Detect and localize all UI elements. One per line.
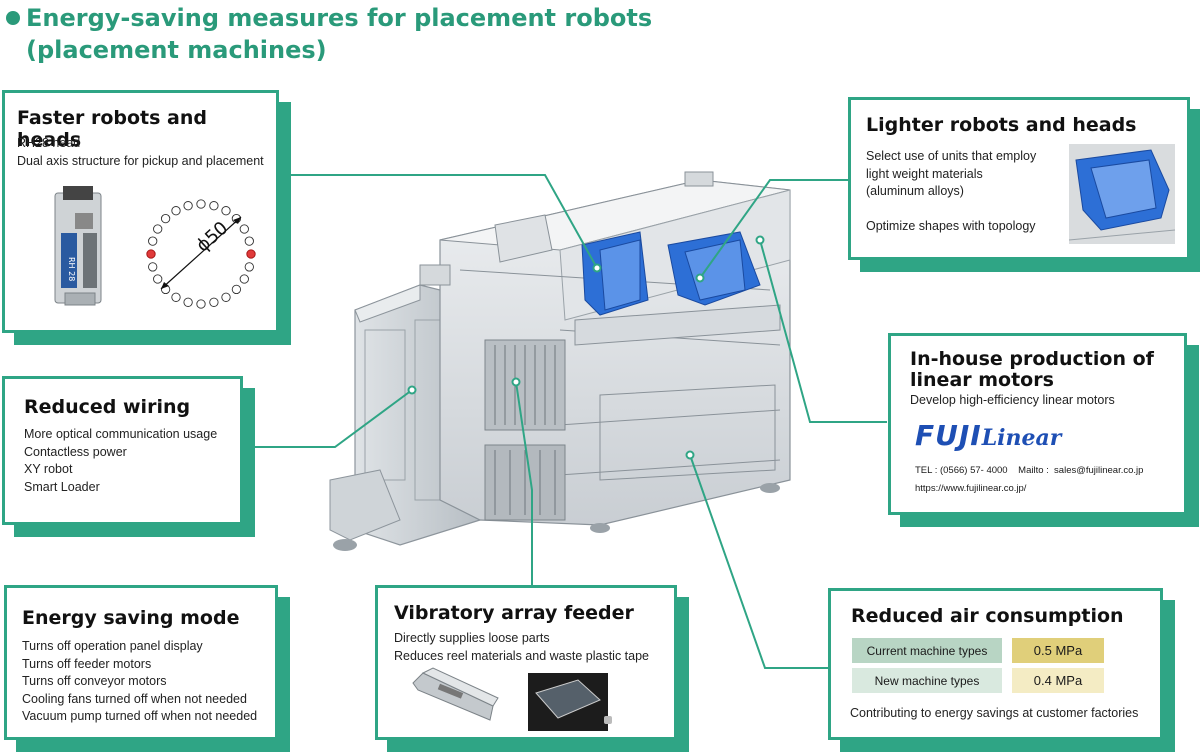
active-nozzle xyxy=(146,249,156,259)
nozzle xyxy=(239,274,249,284)
nozzle xyxy=(244,236,254,246)
feeder-rail-image xyxy=(412,667,499,721)
rh28-label: RH 28 xyxy=(67,257,76,281)
energy-line-5: Vacuum pump turned off when not needed xyxy=(22,709,258,723)
diameter-label: ϕ50 xyxy=(192,218,232,257)
energy-line-4: Cooling fans turned off when not needed xyxy=(22,691,247,706)
lighter-head-image xyxy=(1068,144,1176,244)
nozzle xyxy=(160,213,171,224)
air-row-2-label: New machine types xyxy=(852,668,1002,693)
air-row-1-value: 0.5 MPa xyxy=(1012,638,1104,663)
wiring-line-1: More optical communication usage xyxy=(24,427,218,441)
lighter-line-5: Optimize shapes with topology xyxy=(866,218,1036,233)
energy-heading: Energy saving mode xyxy=(22,607,240,629)
energy-line-3: Turns off conveyor motors xyxy=(22,674,167,688)
lighter-heading: Lighter robots and heads xyxy=(866,114,1137,136)
nozzle xyxy=(231,284,242,295)
nozzle xyxy=(183,297,193,307)
logo-fuji: FUJI xyxy=(915,419,982,452)
nozzle xyxy=(221,292,231,302)
faster-line-1: RH28 head xyxy=(17,136,81,150)
lighter-line-2: light weight materials xyxy=(866,166,983,181)
energy-line-2: Turns off feeder motors xyxy=(22,656,152,671)
wiring-line-4: Smart Loader xyxy=(24,479,100,494)
bullet-dot xyxy=(6,11,20,25)
nozzle xyxy=(148,236,158,246)
rh28-head-unit xyxy=(54,186,102,306)
faster-heading: Faster robots and heads xyxy=(17,107,207,151)
blue-robot-heads xyxy=(581,231,761,316)
nozzle xyxy=(153,224,163,234)
air-footer: Contributing to energy savings at custom… xyxy=(850,706,1139,720)
nozzle xyxy=(244,262,254,272)
nozzle xyxy=(196,299,206,309)
nozzle xyxy=(209,297,219,307)
main-body xyxy=(419,171,791,533)
energy-line-1: Turns off operation panel display xyxy=(22,639,203,653)
rh28-head-illustration: RH 28 ϕ50 xyxy=(54,186,256,309)
feeder-tray-image xyxy=(528,673,612,731)
vibratory-line-2: Reduces reel materials and waste plastic… xyxy=(394,648,649,663)
linear-heading-1: In-house production of xyxy=(910,348,1154,370)
page-title: Energy-saving measures for placement rob… xyxy=(6,2,652,66)
lighter-line-3: (aluminum alloys) xyxy=(866,184,964,198)
air-consumption-card: Reduced air consumption Current machine … xyxy=(828,588,1163,740)
lighter-line-1: Select use of units that employ xyxy=(866,149,1037,163)
nozzle xyxy=(221,206,231,216)
air-heading: Reduced air consumption xyxy=(851,605,1124,627)
linear-heading-2: linear motors xyxy=(910,369,1054,391)
vibratory-heading: Vibratory array feeder xyxy=(394,602,634,624)
vibratory-feeder-card: Vibratory array feeder Directly supplies… xyxy=(375,585,677,740)
nozzle xyxy=(148,262,158,272)
fuji-linear-logo: FUJILinear xyxy=(915,419,1061,452)
title-line1: Energy-saving measures for placement rob… xyxy=(26,4,653,32)
vibratory-line-1: Directly supplies loose parts xyxy=(394,631,550,645)
nozzle xyxy=(183,201,193,211)
title-line2: (placement machines) xyxy=(26,36,327,64)
linear-contact: TEL : (0566) 57- 4000 Mailto : sales@fuj… xyxy=(915,465,1144,476)
feeder-images xyxy=(412,667,612,731)
nozzle xyxy=(153,274,163,284)
linear-subtitle: Develop high-efficiency linear motors xyxy=(910,393,1115,407)
wiring-heading: Reduced wiring xyxy=(24,396,191,418)
wiring-line-3: XY robot xyxy=(24,462,73,476)
nozzle xyxy=(171,292,181,302)
nozzle xyxy=(196,199,206,209)
active-nozzle xyxy=(246,249,256,259)
energy-saving-card: Energy saving mode Turns off operation p… xyxy=(4,585,278,740)
nozzle xyxy=(171,206,181,216)
linear-motors-card: In-house production of linear motors Dev… xyxy=(888,333,1187,515)
reduced-wiring-card: Reduced wiring More optical communicatio… xyxy=(2,376,243,525)
nozzle xyxy=(239,224,249,234)
nozzle-ring xyxy=(146,199,256,309)
air-row-1-label: Current machine types xyxy=(852,638,1002,663)
linear-url[interactable]: https://www.fujilinear.co.jp/ xyxy=(915,483,1027,494)
connector-lines xyxy=(246,174,887,669)
faster-robots-card: Faster robots and heads RH28 head Dual a… xyxy=(2,90,279,333)
nozzle xyxy=(209,201,219,211)
logo-linear: Linear xyxy=(981,425,1062,451)
faster-line-2: Dual axis structure for pickup and place… xyxy=(17,153,264,168)
lighter-robots-card: Lighter robots and heads Select use of u… xyxy=(848,97,1190,260)
wiring-line-2: Contactless power xyxy=(24,444,127,459)
air-row-2-value: 0.4 MPa xyxy=(1012,668,1104,693)
